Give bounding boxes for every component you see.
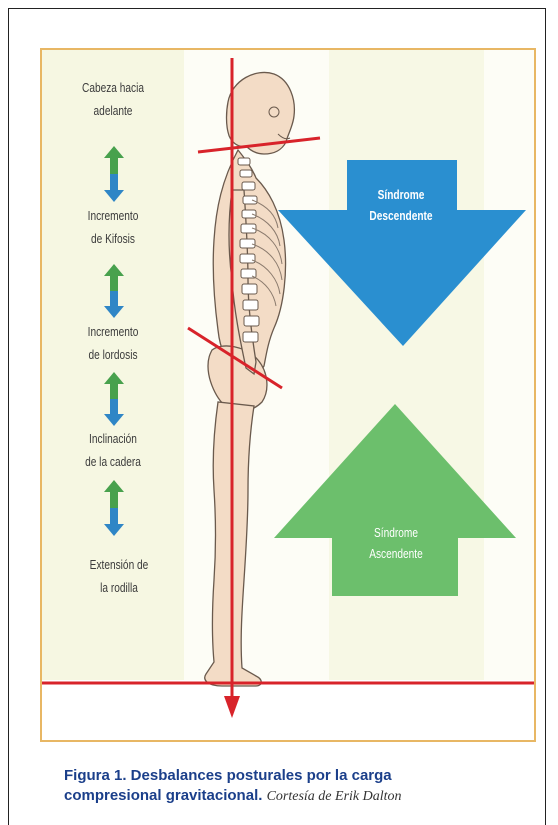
- descending-syndrome-label: Síndrome Descendente: [353, 184, 450, 226]
- ascending-syndrome-arrow: [274, 404, 516, 596]
- figure-caption: Figura 1. Desbalances posturales por la …: [64, 766, 544, 807]
- skeleton-diagram: [42, 50, 536, 742]
- posture-figure: Cabeza hacia adelante Incremento de Kifo…: [40, 48, 536, 742]
- ascending-syndrome-label: Síndrome Ascendente: [348, 522, 445, 564]
- caption-credit: Cortesía de Erik Dalton: [267, 789, 402, 804]
- plumb-arrowhead: [224, 696, 240, 718]
